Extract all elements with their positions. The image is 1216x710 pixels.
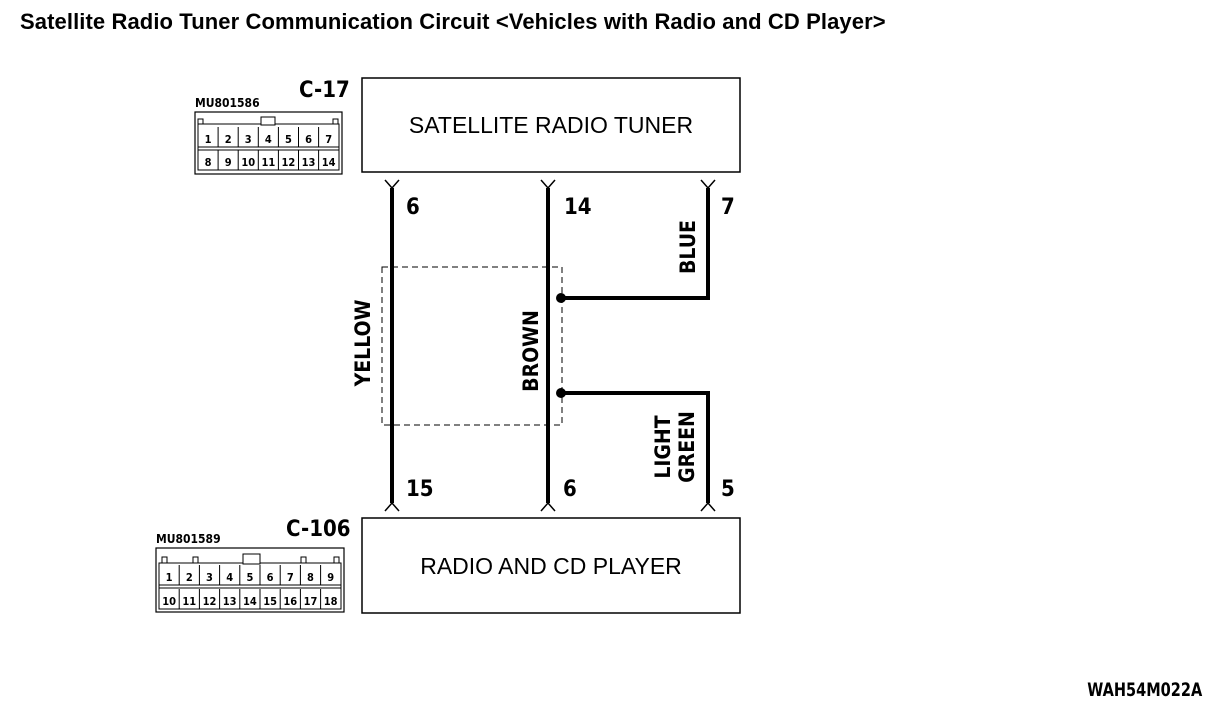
c106-pin-label: 13	[223, 595, 237, 608]
c17-pin-label: 13	[302, 156, 316, 169]
tuner-pin-7: 7	[721, 195, 735, 220]
c106-pin-label: 12	[203, 595, 217, 608]
wire-blue	[556, 179, 716, 303]
c106-pin-label: 1	[166, 571, 173, 584]
wire-color-blue: BLUE	[676, 220, 700, 274]
c17-pin-label: 10	[241, 156, 255, 169]
c106-pin-label: 4	[226, 571, 233, 584]
radio-cd-player-box	[361, 517, 741, 614]
twisted-pair-outline	[381, 266, 563, 426]
c106-pin-label: 2	[186, 571, 193, 584]
wire-color-light: LIGHT	[651, 415, 675, 478]
c106-pin-label: 18	[324, 595, 338, 608]
diagram-code: WAH54M022A	[1087, 679, 1202, 701]
c106-pin-label: 5	[246, 571, 253, 584]
tuner-pin-6: 6	[406, 195, 420, 220]
player-connector-id: C-106	[286, 517, 351, 542]
c17-pin-label: 11	[261, 156, 275, 169]
wire-light-green	[556, 388, 716, 512]
c17-pin-label: 6	[305, 133, 312, 146]
c106-pin-label: 15	[263, 595, 277, 608]
c106-pin-label: 9	[327, 571, 334, 584]
c106-pin-label: 8	[307, 571, 314, 584]
wire-brown	[540, 179, 556, 512]
c17-pin-label: 9	[225, 156, 232, 169]
radio-cd-player-label: RADIO AND CD PLAYER	[420, 553, 682, 579]
c106-pin-label: 10	[162, 595, 176, 608]
c106-pin-label: 17	[304, 595, 318, 608]
c17-pin-label: 2	[225, 133, 232, 146]
c106-pin-label: 6	[267, 571, 274, 584]
c17-pin-label: 1	[205, 133, 212, 146]
wire-color-yellow: YELLOW	[351, 299, 375, 387]
player-pin-5: 5	[721, 477, 735, 502]
c17-pin-label: 3	[245, 133, 252, 146]
c17-pin-label: 12	[282, 156, 296, 169]
tuner-pin-14: 14	[564, 195, 592, 220]
c17-pin-label: 14	[322, 156, 336, 169]
c17-pin-label: 5	[285, 133, 292, 146]
c106-pin-label: 3	[206, 571, 213, 584]
tuner-part-number: MU801586	[195, 96, 260, 110]
player-part-number: MU801589	[156, 532, 221, 546]
player-pin-15: 15	[406, 477, 434, 502]
player-pin-6: 6	[563, 477, 577, 502]
c106-pin-label: 16	[283, 595, 297, 608]
c106-pin-label: 11	[182, 595, 196, 608]
c106-pin-label: 14	[243, 595, 257, 608]
wire-color-green: GREEN	[675, 411, 699, 483]
c17-pin-label: 4	[265, 133, 272, 146]
tuner-connector-id: C-17	[299, 78, 350, 103]
c17-pin-label: 8	[205, 156, 212, 169]
c106-pin-label: 7	[287, 571, 294, 584]
wire-color-brown: BROWN	[519, 310, 543, 392]
satellite-radio-tuner-label: SATELLITE RADIO TUNER	[409, 112, 693, 138]
satellite-radio-tuner-box	[361, 77, 741, 173]
wire-yellow	[384, 179, 400, 512]
c17-pin-label: 7	[325, 133, 332, 146]
diagram-title: Satellite Radio Tuner Communication Circ…	[20, 9, 886, 34]
